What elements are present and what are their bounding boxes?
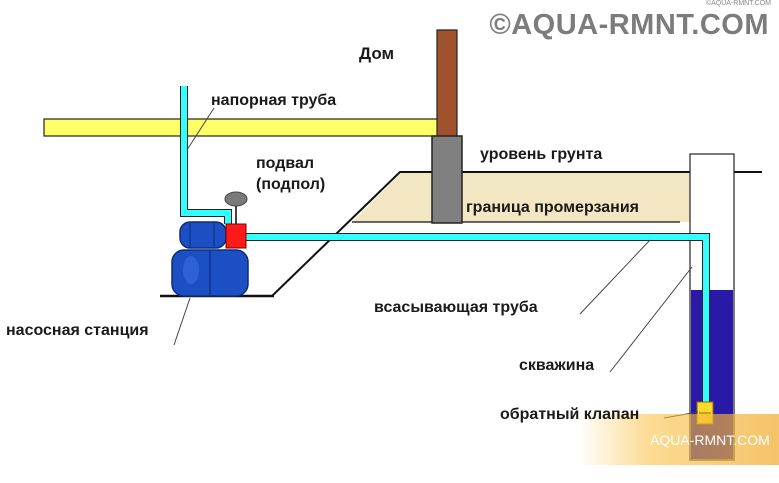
watermark-badge (578, 414, 779, 465)
house-column (436, 29, 458, 139)
label-house: Дом (359, 44, 395, 63)
watermark-main: ©AQUA-RMNT.COM (489, 9, 769, 41)
label-suction-pipe: всасывающая труба (374, 299, 538, 316)
label-basement-line1: подвал (256, 155, 315, 172)
leader-pressure-pipe (186, 107, 215, 151)
watermark-small: ©AQUA-RMNT.COM (705, 0, 771, 7)
pressure-pipe-fill (181, 86, 231, 224)
water-main-pipe (43, 118, 440, 137)
suction-pipe (245, 233, 710, 405)
pressure-relay (225, 223, 247, 249)
label-well: скважина (519, 357, 595, 374)
suction-pipe-fill (245, 234, 709, 405)
label-check-valve: обратный клапан (500, 406, 640, 423)
hydro-tank-highlight (183, 256, 199, 284)
watermark-badge-text: AQUA-RMNT.COM (650, 432, 770, 448)
label-basement-line2: (подпол) (256, 176, 326, 193)
pressure-gauge (224, 191, 248, 207)
label-pressure-pipe: напорная труба (211, 92, 337, 109)
leader-pump-station (173, 297, 191, 346)
label-pump-station: насосная станция (6, 322, 149, 339)
leader-suction-pipe (579, 239, 651, 315)
pump-station (171, 191, 249, 297)
label-ground-level: уровень грунта (480, 146, 603, 163)
ground-level-line (271, 171, 762, 297)
leader-well (609, 266, 693, 373)
label-frost-line: граница промерзания (466, 199, 639, 216)
pump-motor (179, 221, 227, 249)
foundation-block (431, 135, 463, 224)
